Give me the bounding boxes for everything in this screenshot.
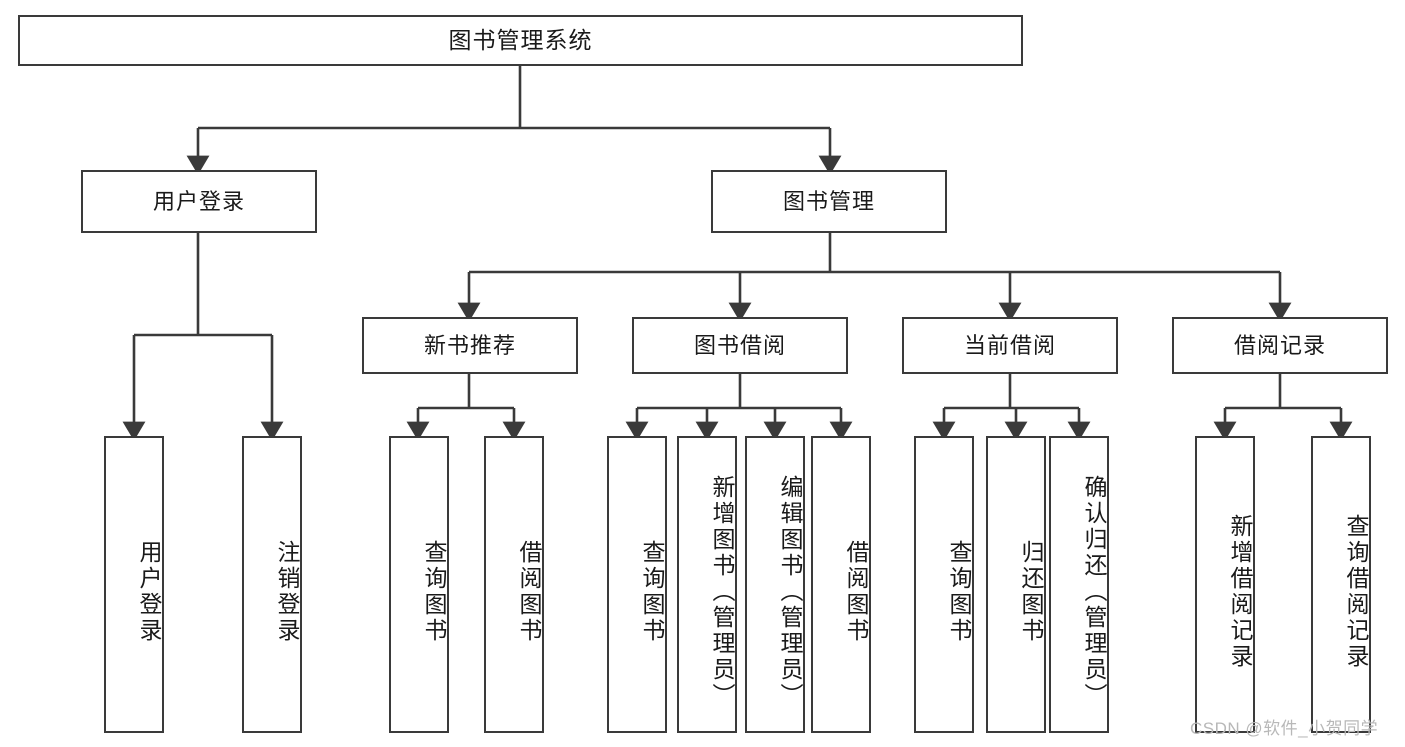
leaf-current-borrow-return[interactable]: 归还图书	[986, 436, 1046, 733]
node-book-management-system[interactable]: 图书管理系统	[18, 15, 1023, 66]
leaf-new-book-borrow[interactable]: 借阅图书	[484, 436, 544, 733]
leaf-book-borrow-borrow[interactable]: 借阅图书	[811, 436, 871, 733]
node-user-login[interactable]: 用户登录	[81, 170, 317, 233]
leaf-borrow-record-add[interactable]: 新增借阅记录	[1195, 436, 1255, 733]
csdn-watermark: CSDN @软件_小贺同学	[1190, 719, 1379, 738]
node-book-borrowing[interactable]: 图书借阅	[632, 317, 848, 374]
leaf-borrow-record-query[interactable]: 查询借阅记录	[1311, 436, 1371, 733]
leaf-current-borrow-confirm-admin[interactable]: 确认归还（管理员）	[1049, 436, 1109, 733]
leaf-book-borrow-edit-admin[interactable]: 编辑图书（管理员）	[745, 436, 805, 733]
leaf-book-borrow-query[interactable]: 查询图书	[607, 436, 667, 733]
leaf-new-book-query[interactable]: 查询图书	[389, 436, 449, 733]
node-borrowing-record[interactable]: 借阅记录	[1172, 317, 1388, 374]
leaf-current-borrow-query[interactable]: 查询图书	[914, 436, 974, 733]
leaf-book-borrow-add-admin[interactable]: 新增图书（管理员）	[677, 436, 737, 733]
node-book-management[interactable]: 图书管理	[711, 170, 947, 233]
node-new-book-recommendation[interactable]: 新书推荐	[362, 317, 578, 374]
leaf-user-login-signin[interactable]: 用户登录	[104, 436, 164, 733]
leaf-user-login-signout[interactable]: 注销登录	[242, 436, 302, 733]
node-current-borrowing[interactable]: 当前借阅	[902, 317, 1118, 374]
